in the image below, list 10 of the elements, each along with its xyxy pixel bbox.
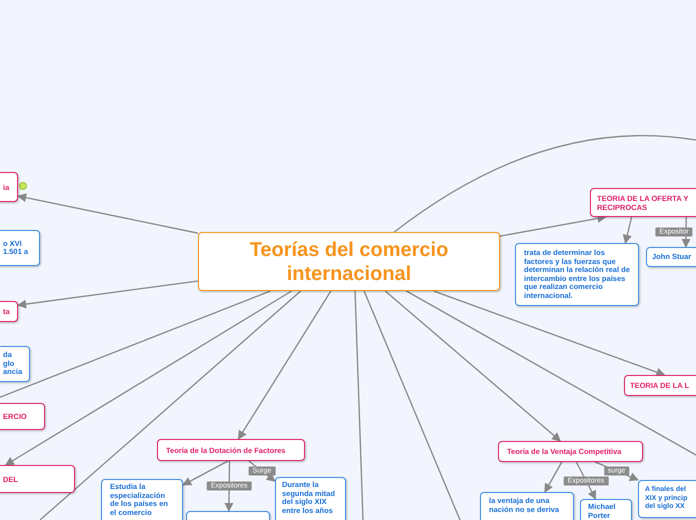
central-topic: Teorías del comercio internacional (198, 232, 500, 291)
connector-arrow (544, 462, 562, 493)
connector-arrow (17, 193, 198, 234)
connector-arrow (182, 460, 228, 486)
connector-arrow (384, 290, 562, 442)
connector-arrow (622, 216, 632, 244)
connector-arrow (17, 280, 198, 309)
connector-arrow (433, 290, 666, 376)
connector-arrow (238, 290, 332, 440)
connector-arrow (4, 290, 292, 466)
